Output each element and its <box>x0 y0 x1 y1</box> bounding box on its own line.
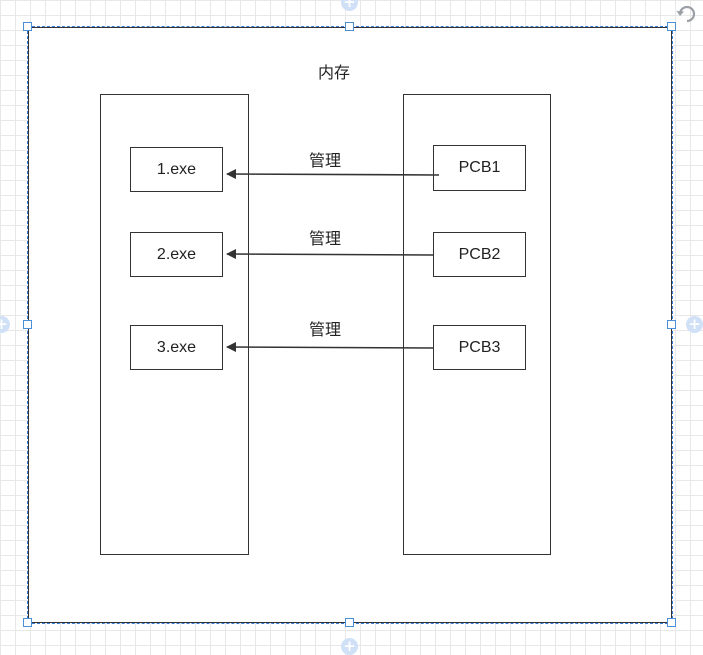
resize-handle-s[interactable] <box>345 618 354 627</box>
plus-circle-icon[interactable]: + <box>341 638 358 655</box>
program-node-1[interactable]: 1.exe <box>130 147 223 192</box>
program-node-3[interactable]: 3.exe <box>130 325 223 370</box>
resize-handle-n[interactable] <box>345 22 354 31</box>
pcb-node-2[interactable]: PCB2 <box>433 232 526 277</box>
program-node-2[interactable]: 2.exe <box>130 232 223 277</box>
edge-label-2[interactable]: 管理 <box>309 231 342 248</box>
pcb-node-3[interactable]: PCB3 <box>433 325 526 370</box>
pcb-node-label: PCB3 <box>458 338 501 356</box>
program-node-label: 1.exe <box>156 160 197 178</box>
edge-label-3[interactable]: 管理 <box>309 322 342 339</box>
resize-handle-ne[interactable] <box>667 22 676 31</box>
resize-handle-sw[interactable] <box>23 618 32 627</box>
edge-label-1[interactable]: 管理 <box>309 153 342 170</box>
program-node-label: 2.exe <box>156 245 197 263</box>
resize-handle-nw[interactable] <box>23 22 32 31</box>
program-node-label: 3.exe <box>156 338 197 356</box>
pcb-node-1[interactable]: PCB1 <box>433 145 526 191</box>
resize-handle-e[interactable] <box>667 320 676 329</box>
container-title: 内存 <box>318 65 351 82</box>
plus-circle-icon[interactable]: + <box>341 0 358 11</box>
plus-circle-icon[interactable]: + <box>686 316 703 333</box>
pcb-node-label: PCB1 <box>458 159 501 176</box>
plus-circle-icon[interactable]: + <box>0 316 10 333</box>
resize-handle-w[interactable] <box>23 320 32 329</box>
rotate-icon[interactable] <box>676 2 698 24</box>
pcb-node-label: PCB2 <box>458 245 501 263</box>
resize-handle-se[interactable] <box>667 618 676 627</box>
